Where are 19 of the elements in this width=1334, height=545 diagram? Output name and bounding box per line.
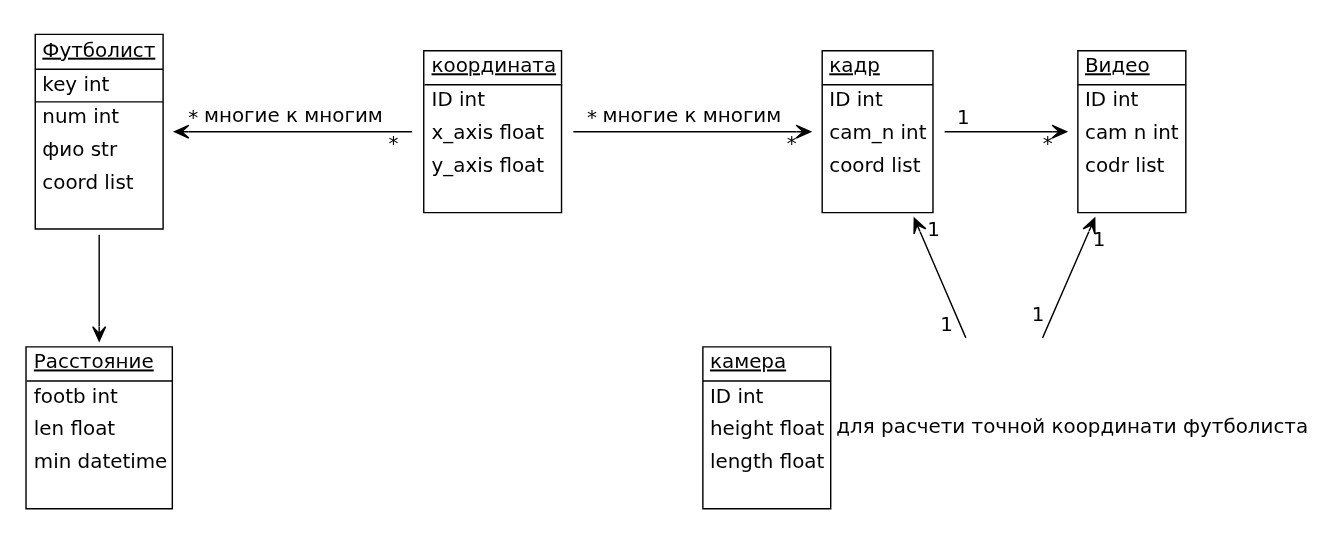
label: * xyxy=(188,105,199,129)
arrow xyxy=(92,233,107,342)
edge-label: многие к многим xyxy=(203,103,383,127)
arrow xyxy=(173,124,413,139)
arrow xyxy=(943,124,1068,139)
label: * xyxy=(388,131,399,155)
label: 1 xyxy=(1031,302,1045,326)
label: * xyxy=(786,131,797,155)
arrow xyxy=(1041,217,1096,339)
label: 1 xyxy=(940,312,953,336)
label: 1 xyxy=(956,105,970,129)
label: * xyxy=(1042,131,1053,155)
node-label: для расчети точной координати футболиста xyxy=(836,414,1309,438)
arrow xyxy=(572,124,812,139)
edge-label: многие к многим xyxy=(602,103,782,127)
label: 1 xyxy=(1092,227,1106,251)
label: 1 xyxy=(927,217,940,241)
label: * xyxy=(586,105,597,129)
arrow xyxy=(913,217,967,339)
